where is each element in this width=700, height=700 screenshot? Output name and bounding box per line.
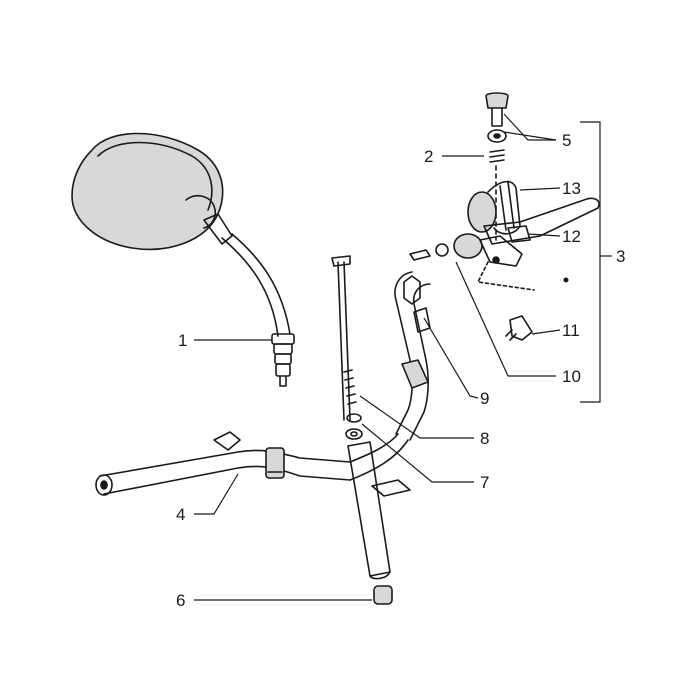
- callout-13: 13: [562, 179, 581, 198]
- callout-1: 1: [178, 331, 187, 350]
- callouts: 1 2 3 4 5 6 7 8 9 10 11 12 13: [176, 131, 625, 610]
- callout-12: 12: [562, 227, 581, 246]
- brake-lever-assembly: [409, 92, 600, 341]
- handlebar-part: [95, 271, 431, 497]
- callout-5: 5: [562, 131, 571, 150]
- callout-6: 6: [176, 591, 185, 610]
- callout-2: 2: [424, 147, 433, 166]
- steering-tube-part: [331, 255, 393, 605]
- callout-4: 4: [176, 505, 185, 524]
- callout-9: 9: [480, 389, 489, 408]
- callout-8: 8: [480, 429, 489, 448]
- callout-3: 3: [616, 247, 625, 266]
- mirror-part: [71, 132, 295, 387]
- leader-lines: [194, 113, 612, 601]
- callout-11: 11: [562, 321, 580, 340]
- callout-7: 7: [480, 473, 489, 492]
- callout-10: 10: [562, 367, 581, 386]
